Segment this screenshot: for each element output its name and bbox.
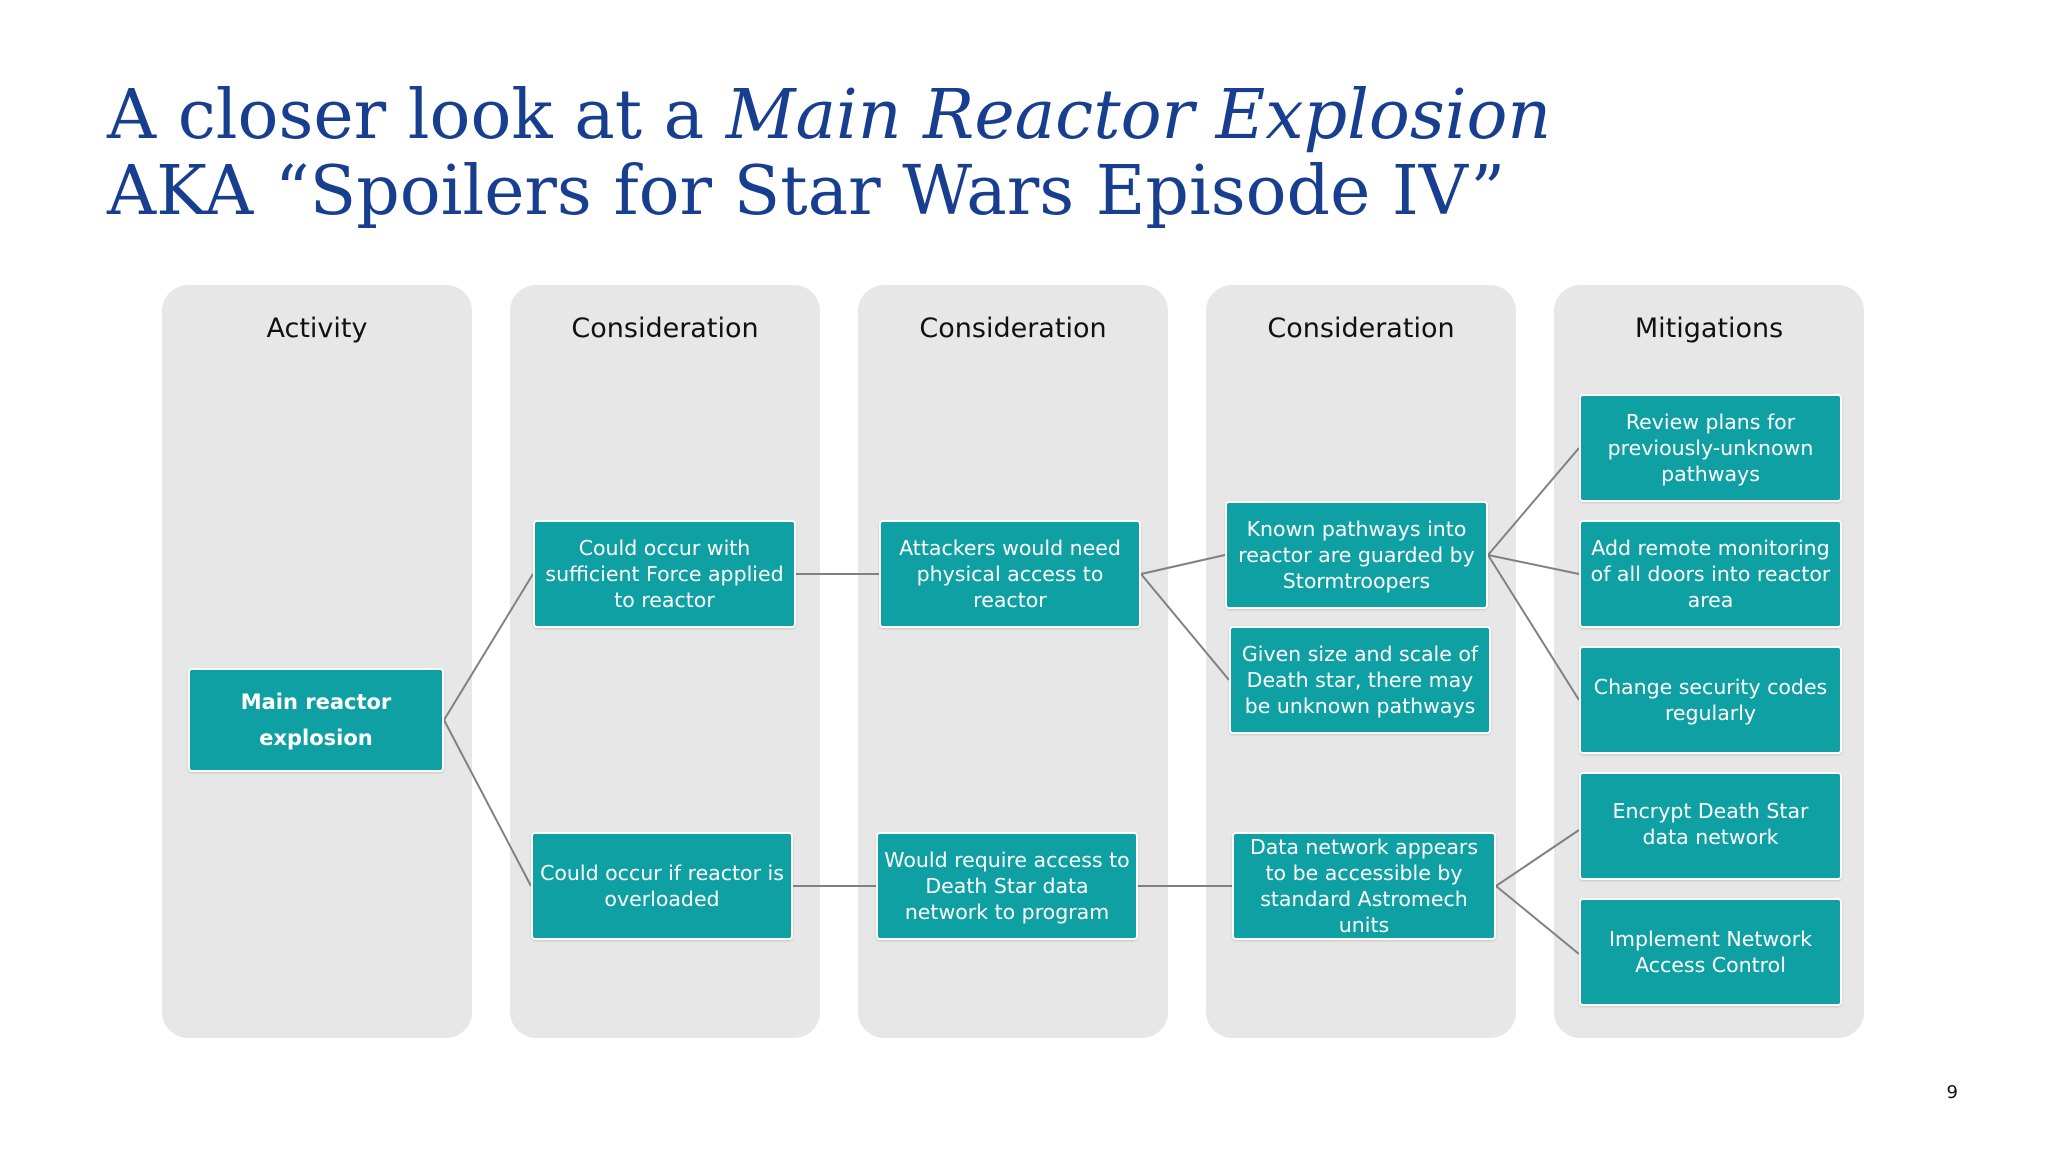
node-guarded-pathways: Known pathways into reactor are guarded … (1225, 501, 1488, 609)
page-number: 9 (1946, 1082, 1958, 1103)
node-reactor-overloaded: Could occur if reactor is overloaded (531, 832, 793, 940)
node-review-plans: Review plans for previously-unknown path… (1579, 394, 1842, 502)
node-main-reactor-explosion: Main reactor explosion (188, 668, 444, 772)
node-astromech-access: Data network appears to be accessible by… (1232, 832, 1496, 940)
title-prefix: A closer look at a (107, 76, 726, 155)
connector-line (443, 719, 532, 887)
column-header: Mitigations (1634, 313, 1784, 344)
node-physical-access: Attackers would need physical access to … (879, 520, 1141, 628)
connector-line (1487, 554, 1580, 575)
column-header: Consideration (571, 313, 759, 344)
connector-line (443, 573, 534, 721)
connector-line (1140, 554, 1226, 575)
connector-line (1140, 573, 1230, 681)
node-force-applied: Could occur with sufficient Force applie… (533, 520, 796, 628)
connector-line (1495, 829, 1580, 887)
connector-line (1495, 885, 1580, 955)
column-header: Consideration (919, 313, 1107, 344)
slide-title: A closer look at a Main Reactor Explosio… (107, 78, 1551, 230)
node-unknown-pathways: Given size and scale of Death star, ther… (1229, 626, 1491, 734)
node-change-security-codes: Change security codes regularly (1579, 646, 1842, 754)
node-encrypt-network: Encrypt Death Star data network (1579, 772, 1842, 880)
column-header: Activity (266, 313, 368, 344)
title-line-2: AKA “Spoilers for Star Wars Episode IV” (107, 152, 1506, 231)
node-remote-monitoring: Add remote monitoring of all doors into … (1579, 520, 1842, 628)
connector-line (1487, 447, 1580, 556)
title-emphasis: Main Reactor Explosion (725, 76, 1552, 155)
title-line-1: A closer look at a Main Reactor Explosio… (107, 78, 1551, 154)
node-network-access-control: Implement Network Access Control (1579, 898, 1842, 1006)
node-network-access: Would require access to Death Star data … (876, 832, 1138, 940)
connector-line (1487, 554, 1580, 701)
column-header: Consideration (1267, 313, 1455, 344)
column-activity: Activity (162, 285, 472, 1038)
